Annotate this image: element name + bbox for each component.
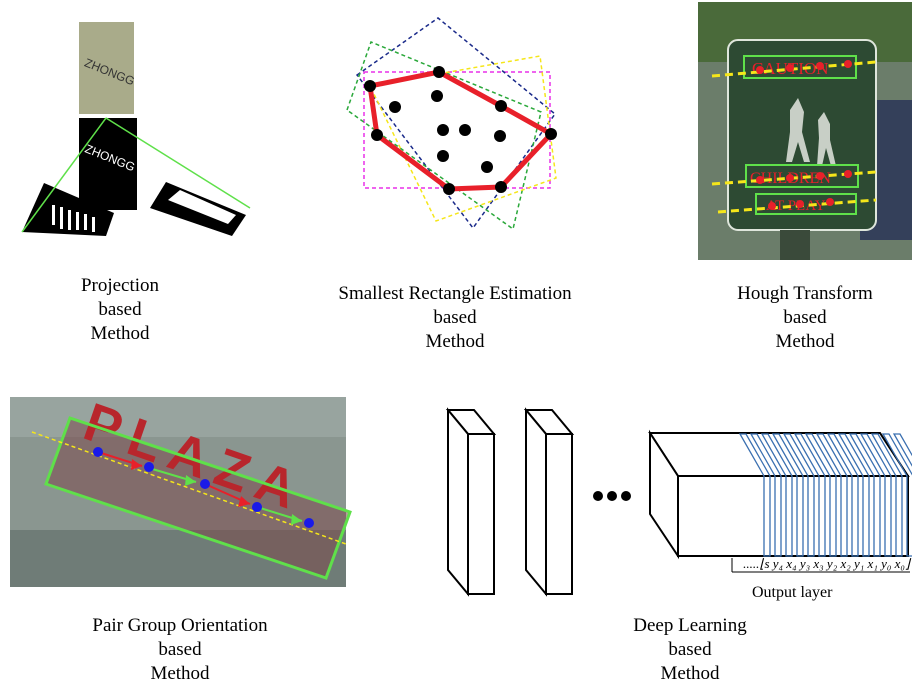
pair-arrows (97, 451, 303, 525)
caption-smallest-rectangle: Smallest Rectangle Estimation based Meth… (290, 282, 620, 354)
output-slice (815, 433, 848, 557)
output-slice (793, 433, 826, 557)
projection-left-bars (52, 205, 95, 232)
caption-line: based (668, 639, 712, 660)
caption-deep-learning: Deep Learning based Method (580, 614, 800, 686)
output-slice (870, 433, 903, 557)
candidate-rect-magenta (363, 71, 551, 189)
conv-block-1-front (467, 433, 495, 595)
candidate-rect-yellow (368, 55, 557, 222)
caption-line: Method (90, 323, 150, 344)
caption-line: based (433, 307, 477, 328)
projection-bounding-line (105, 117, 251, 209)
projection-left (22, 183, 114, 236)
pair-group-bounding-box (44, 416, 352, 580)
output-slice (826, 433, 859, 557)
conv-block-2-front (545, 433, 573, 595)
character-centers (93, 447, 314, 528)
caption-line: Deep Learning (633, 615, 747, 636)
output-slice (837, 433, 870, 557)
caption-line: Method (660, 663, 720, 684)
output-slice (804, 433, 837, 557)
output-slice (881, 433, 912, 557)
caption-line: based (98, 299, 142, 320)
plate-crop-binary (79, 118, 137, 210)
output-slice (848, 433, 881, 557)
output-slice (782, 433, 815, 557)
caption-line: Hough Transform (737, 283, 873, 304)
conv-block-1-side (447, 407, 469, 597)
output-block-front (677, 475, 909, 557)
ellipsis-dots (593, 491, 631, 501)
caption-line: based (158, 639, 202, 660)
caption-line: Smallest Rectangle Estimation (338, 283, 572, 304)
smallest-rectangle-panel (346, 17, 557, 231)
caption-pair-group: Pair Group Orientation based Method (30, 614, 330, 686)
convex-hull (367, 69, 556, 192)
output-layer-label: Output layer (752, 584, 833, 601)
caption-line: Method (150, 663, 210, 684)
projection-bounding-line (21, 117, 107, 233)
plate-crop-original (79, 22, 134, 114)
caption-hough: Hough Transform based Method (700, 282, 910, 354)
caption-line: Method (775, 331, 835, 352)
caption-line: Method (425, 331, 485, 352)
caption-line: Pair Group Orientation (92, 615, 268, 636)
output-slices (738, 433, 912, 557)
output-slice (738, 433, 771, 557)
caption-projection: Projection based Method (40, 274, 200, 346)
output-slice (892, 433, 912, 467)
projection-panel: ZHONGG ZHONGG (21, 22, 251, 236)
output-sequence: .....⌊s y₄ x₄ y₃ x₃ y₂ x₂ y₁ x₁ y₀ x₀⌋ (743, 556, 910, 571)
candidate-rect-darkblue (355, 17, 557, 230)
pair-group-photo: PLAZA (10, 392, 352, 587)
output-slice (859, 433, 892, 557)
output-slice (760, 433, 793, 557)
output-slice (771, 433, 804, 557)
caption-line: based (783, 307, 827, 328)
output-slice (749, 433, 782, 557)
caption-line: Projection (80, 275, 160, 296)
hull-points (364, 66, 557, 195)
projection-right-gap (168, 190, 236, 224)
hough-photo: CAUTION CHILDREN AT PLAY (698, 2, 912, 260)
conv-block-2-side (525, 407, 547, 597)
